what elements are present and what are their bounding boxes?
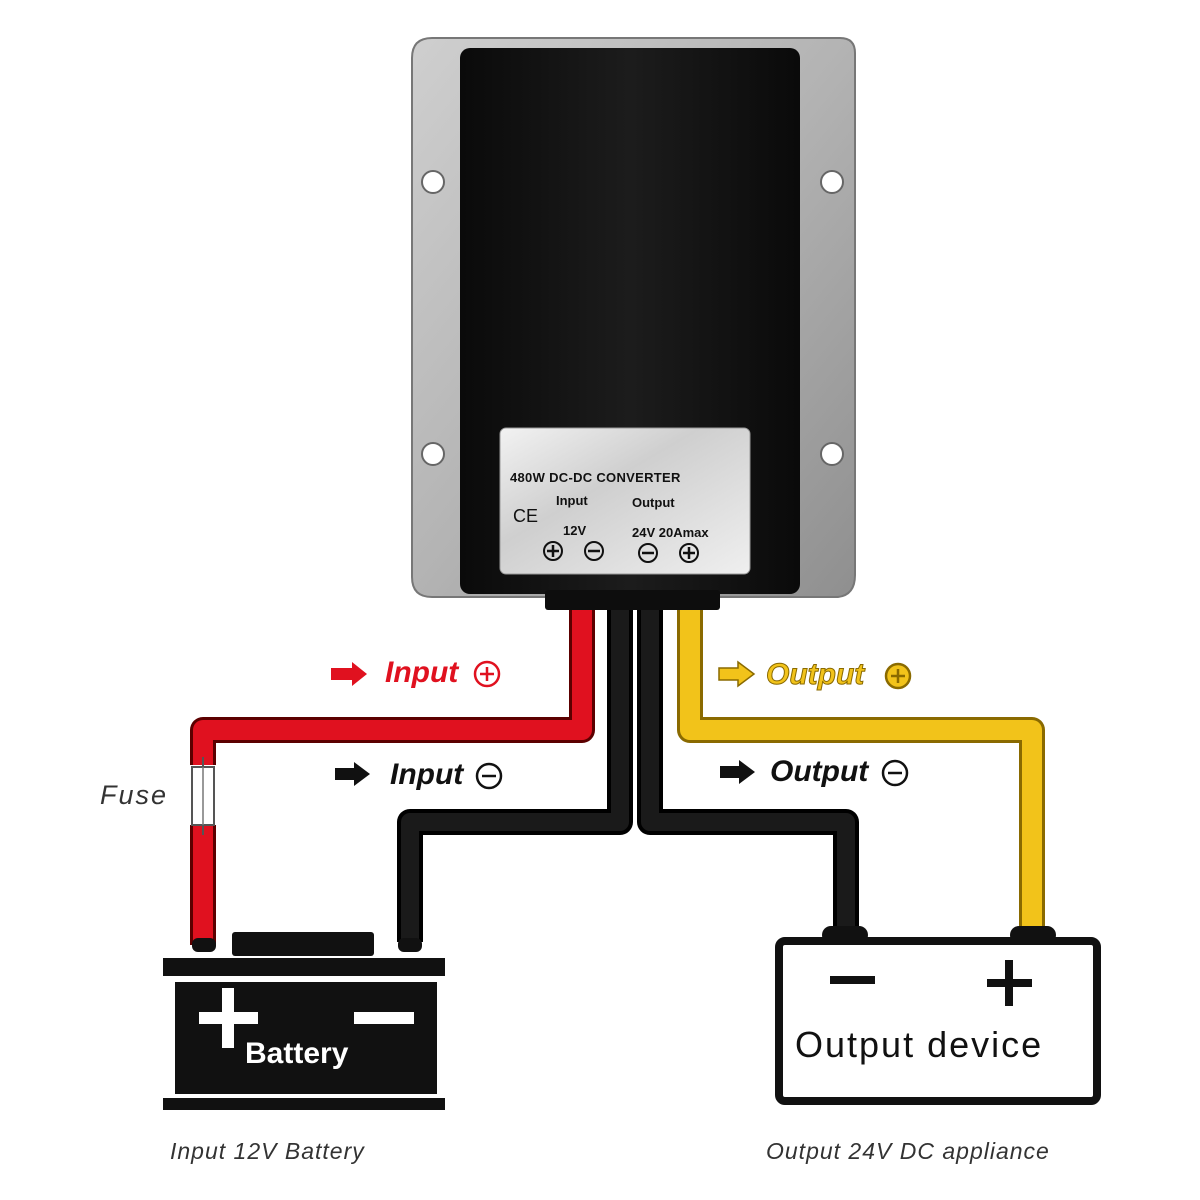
plus-terminal-icon [679,543,699,563]
converter-input-label: Input [556,493,588,508]
converter-output-spec: 24V 20Amax [632,525,709,540]
mount-hole-icon [421,442,445,466]
arrow-right-icon [718,660,756,688]
battery-caption: Input 12V Battery [170,1138,365,1164]
polarity-symbols [473,660,912,790]
battery-label: Battery [245,1037,349,1070]
arrow-right-icon [331,662,367,686]
output-device [775,926,1101,1105]
mount-hole-icon [421,170,445,194]
input-positive-label: Input [385,656,459,689]
converter-module [411,37,856,610]
ce-mark: CE [513,506,539,526]
output-device-caption: Output 24V DC appliance [766,1138,1050,1164]
battery-plus-icon [199,988,258,1048]
plus-circle-icon [473,660,501,688]
converter-input-voltage: 12V [563,523,587,538]
converter-title: 480W DC-DC CONVERTER [510,470,681,485]
arrow-right-icon [720,760,755,784]
fuse-label: Fuse [100,780,169,810]
battery [163,932,445,1110]
minus-circle-icon [475,762,503,790]
minus-terminal-icon [638,543,658,563]
fuse-icon [191,757,215,835]
converter-output-label: Output [632,495,675,510]
device-plus-icon [987,960,1032,1006]
plus-terminal-icon [543,541,563,561]
minus-circle-icon [881,759,909,787]
arrow-right-icon [335,762,370,786]
flow-arrows [331,660,756,786]
mount-hole-icon [820,442,844,466]
output-negative-label: Output [770,755,869,788]
mount-hole-icon [820,170,844,194]
input-negative-label: Input [390,758,464,791]
converter-label-plate [499,427,751,575]
wires [190,610,1045,945]
output-positive-label: Output [765,658,865,692]
minus-terminal-icon [584,541,604,561]
output-device-label: Output device [795,1024,1044,1065]
